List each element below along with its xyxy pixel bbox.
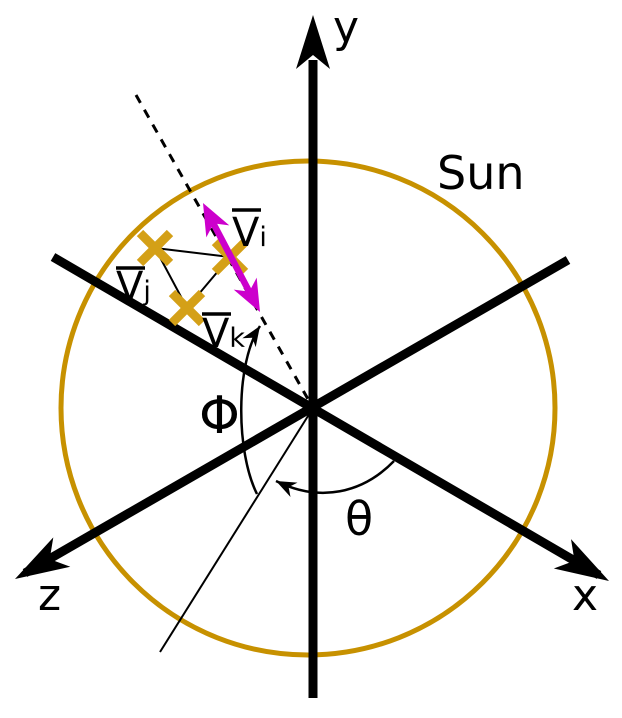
vertex-cross-marker-j bbox=[136, 229, 174, 267]
vector-i-label: Vi bbox=[232, 210, 267, 256]
y-axis-arrowhead-icon bbox=[296, 15, 330, 69]
direction-arrowhead-up-icon bbox=[203, 203, 230, 238]
sun-circle bbox=[58, 158, 558, 658]
z-axis-label: z bbox=[38, 570, 61, 621]
theta-angle-arc bbox=[275, 460, 395, 494]
vector-k-label: Vk bbox=[202, 311, 245, 357]
sun-label: Sun bbox=[437, 146, 525, 200]
cross-icon bbox=[136, 229, 174, 267]
vector-j-label: Vj bbox=[116, 264, 151, 310]
direction-arrowhead-down-icon bbox=[233, 277, 260, 312]
x-axis-arrowhead-icon bbox=[553, 539, 609, 581]
theta-arc-arrowhead-icon bbox=[276, 481, 298, 497]
dashed-sight-line bbox=[134, 94, 315, 409]
vertex-triangle bbox=[153, 246, 232, 310]
x-axis-label: x bbox=[572, 570, 598, 621]
cross-icon bbox=[168, 289, 206, 327]
z-axis bbox=[22, 256, 571, 577]
phi-arc-arrowhead-icon bbox=[242, 326, 260, 348]
theta-label: θ bbox=[345, 492, 373, 546]
z-axis-arrowhead-icon bbox=[15, 537, 71, 579]
x-axis bbox=[50, 253, 602, 579]
direction-double-arrow bbox=[208, 217, 254, 297]
phi-label: Φ bbox=[199, 386, 240, 446]
y-axis-label: y bbox=[333, 2, 359, 53]
projection-line bbox=[159, 407, 314, 653]
vertex-cross-marker-k bbox=[168, 289, 206, 327]
phi-angle-arc bbox=[240, 325, 262, 495]
